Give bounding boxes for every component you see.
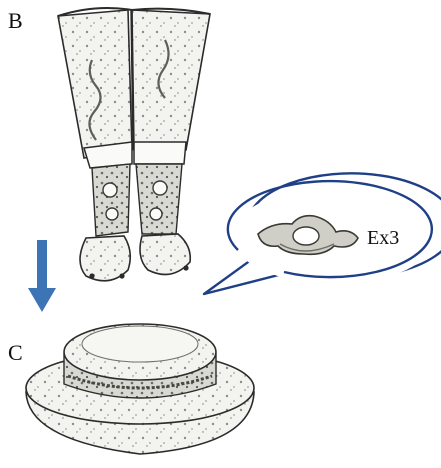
callout-bubble: Ex3 <box>204 173 441 294</box>
stepped-base-illustration <box>26 324 254 454</box>
down-arrow-icon <box>28 240 56 312</box>
boot-casting-illustration <box>58 8 210 281</box>
panel-label-b: B <box>8 8 23 33</box>
panel-label-c: C <box>8 340 23 365</box>
callout-label: Ex3 <box>367 227 399 249</box>
